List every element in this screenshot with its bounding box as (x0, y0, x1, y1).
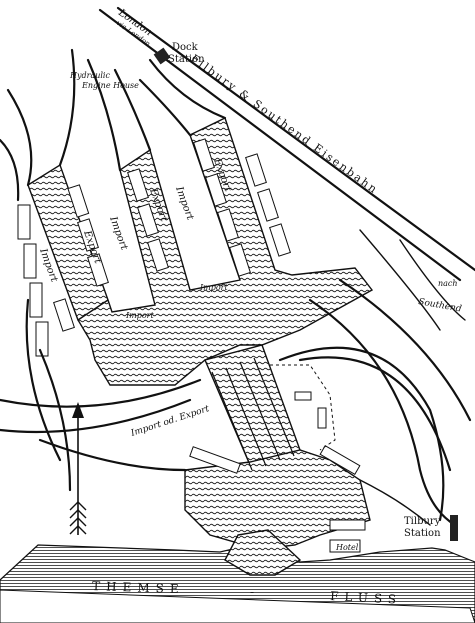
label-tilbury-1: Tilbury (404, 516, 441, 527)
label-dock-station-2: Station (168, 54, 205, 65)
entrance-lock (224, 529, 302, 576)
hotel-building (329, 539, 361, 553)
label-import-small-2: Import (199, 283, 229, 292)
label-nach: nach (438, 279, 458, 288)
railway-lines (0, 6, 475, 527)
label-hydraulic-2: Engine House (81, 81, 139, 90)
north-arrow-icon (69, 402, 87, 535)
label-hotel: Hotel (335, 543, 359, 552)
river-bank (0, 589, 475, 623)
label-river-1: THEMSE (92, 579, 185, 596)
ground-boundary (270, 364, 336, 451)
label-import-2: Import (107, 214, 130, 252)
label-import-od-export: Import od. Export (129, 404, 211, 439)
dock-basin-main (27, 117, 374, 386)
warehouse-sheds (17, 138, 366, 531)
label-river-dash: - (250, 585, 254, 599)
label-dock-station-1: Dock (172, 42, 199, 53)
label-import-3: Import (173, 184, 196, 222)
tilbury-station-building (450, 515, 458, 541)
label-import-small-1: Import (125, 311, 155, 320)
label-hydraulic-1: Hydraulic (69, 71, 110, 80)
dock-station-building (153, 47, 171, 65)
label-southend: Southend (417, 297, 462, 314)
dock-basin-lower (184, 449, 371, 549)
label-river-2: FLUSS (330, 589, 403, 607)
label-tilbury-2: Station (404, 528, 441, 539)
lock-channel (204, 344, 301, 466)
quay-walls (211, 357, 295, 471)
